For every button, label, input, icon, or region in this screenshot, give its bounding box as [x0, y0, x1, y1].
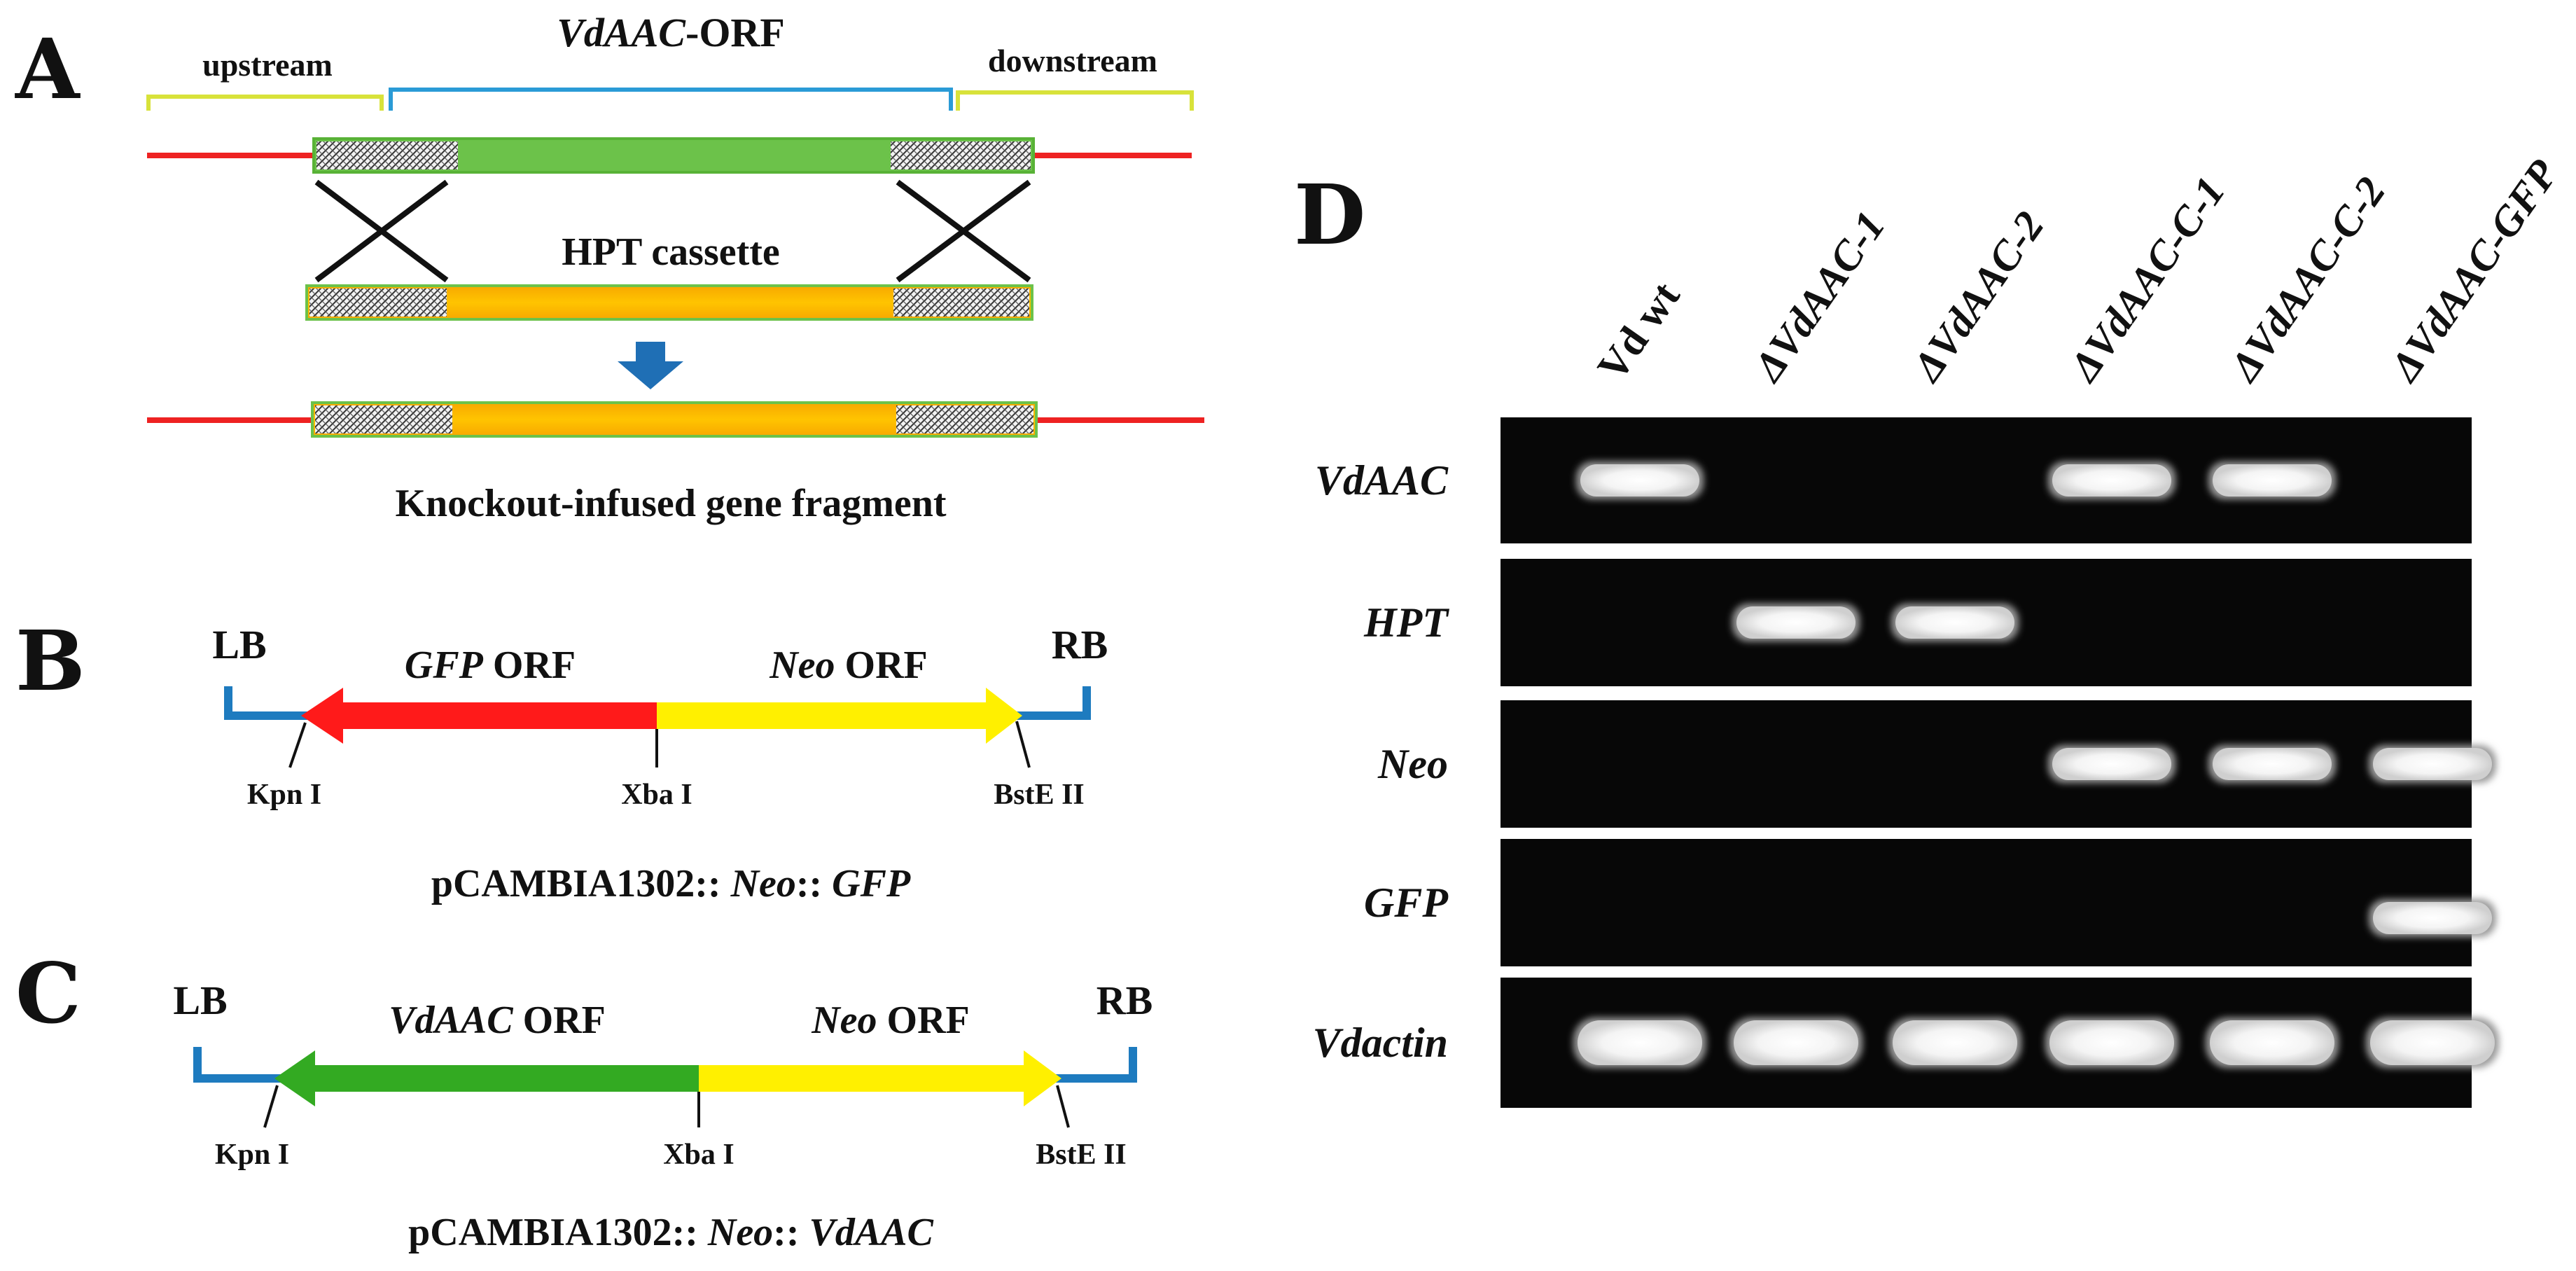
knockout-caption: Knockout-infused gene fragment — [395, 482, 946, 525]
vector-caption-c: pCAMBIA1302:: Neo:: VdAAC — [408, 1211, 933, 1254]
wt-downstream-flank — [891, 141, 1031, 169]
gene-label: VdAAC — [1315, 457, 1449, 503]
gel-band — [2370, 1020, 2495, 1065]
gel-band — [2373, 902, 2492, 934]
down-arrow-icon — [618, 342, 683, 389]
lane-label: ΔVdAAC-1 — [1743, 203, 1893, 390]
gel-band — [2049, 1020, 2174, 1065]
lane-label: ΔVdAAC-2 — [1902, 203, 2052, 390]
vdaac-orf-label: VdAAC ORF — [389, 999, 606, 1042]
crossover-right — [896, 179, 1031, 283]
gel-band — [2052, 748, 2171, 780]
gel-band — [1893, 1020, 2017, 1065]
gel-band — [1580, 464, 1699, 496]
gel-strip — [1501, 978, 2499, 1108]
xbai-label-c: Xba I — [663, 1139, 734, 1171]
panel-label-b: B — [15, 612, 85, 709]
neo-orf-arrow-c — [699, 1050, 1061, 1106]
gene-label: HPT — [1363, 599, 1449, 646]
panel-label-a: A — [15, 20, 81, 118]
ko-upstream-flank — [315, 405, 452, 433]
upstream-label: upstream — [202, 47, 333, 83]
kpni-label-c: Kpn I — [215, 1139, 289, 1171]
gel-band — [1736, 606, 1856, 639]
kpni-tick-c — [263, 1085, 279, 1128]
kpni-label-b: Kpn I — [247, 779, 321, 811]
gel-band — [2210, 1020, 2334, 1065]
cassette-downstream-flank — [893, 289, 1029, 317]
neo-orf-arrow-b — [657, 688, 1022, 744]
gel-band — [2373, 748, 2492, 780]
gel-band — [2213, 748, 2332, 780]
rb-label-b: RB — [1052, 622, 1108, 667]
neo-orf-label-c: Neo ORF — [811, 999, 970, 1042]
gel-strip — [1501, 839, 2496, 966]
gel-background — [1501, 839, 2472, 966]
lb-label-c: LB — [173, 978, 227, 1023]
gel-band — [1578, 1020, 1702, 1065]
rb-label-c: RB — [1096, 978, 1153, 1023]
panel-label-d: D — [1294, 166, 1365, 263]
bsteii-label-b: BstE II — [994, 779, 1085, 811]
panel-c: C LB RB VdAAC ORF Neo ORF Kpn I Xba I Bs… — [15, 945, 1153, 1254]
gel-band — [2052, 464, 2171, 496]
hpt-cassette-label: HPT cassette — [562, 230, 780, 274]
downstream-bracket — [956, 90, 1194, 111]
lane-label: ΔVdAAC-C-2 — [2220, 169, 2394, 390]
downstream-label: downstream — [988, 43, 1157, 78]
bsteii-tick-c — [1056, 1085, 1070, 1128]
orf-label: VdAAC-ORF — [557, 10, 785, 55]
gel-band — [1734, 1020, 1858, 1065]
wt-upstream-flank — [316, 141, 458, 169]
gfp-orf-arrow — [301, 688, 657, 744]
panel-a: A upstream VdAAC-ORF downstream HPT cass… — [15, 10, 1204, 525]
xbai-label-b: Xba I — [621, 779, 692, 811]
orf-bracket — [389, 88, 953, 111]
vector-caption-b: pCAMBIA1302:: Neo:: GFP — [431, 862, 911, 905]
panel-label-c: C — [15, 945, 81, 1042]
lane-label: ΔVdAAC-GFP — [2380, 151, 2567, 390]
lane-label: ΔVdAAC-C-1 — [2059, 169, 2234, 390]
gel-strip — [1501, 700, 2496, 828]
bsteii-label-c: BstE II — [1036, 1139, 1127, 1171]
gel-strips — [1501, 417, 2499, 1108]
lb-label-b: LB — [212, 622, 266, 667]
gene-label: GFP — [1364, 880, 1449, 926]
gel-strip — [1501, 417, 2472, 543]
neo-orf-label-b: Neo ORF — [769, 644, 928, 687]
bsteii-tick-b — [1015, 721, 1031, 768]
lane-label: Vd wt — [1589, 274, 1689, 389]
cassette-upstream-flank — [309, 289, 447, 317]
gene-label: Vdactin — [1313, 1020, 1448, 1066]
gel-band — [2213, 464, 2332, 496]
upstream-bracket — [146, 95, 384, 111]
gene-label: Neo — [1377, 741, 1448, 787]
gel-strip — [1501, 559, 2472, 686]
ko-downstream-flank — [896, 405, 1033, 433]
gel-band — [1895, 606, 2014, 639]
gfp-orf-label: GFP ORF — [405, 644, 576, 687]
crossover-left — [314, 179, 449, 283]
panel-b: B LB RB GFP ORF Neo ORF Kpn I Xba I BstE… — [15, 612, 1108, 905]
vdaac-orf-arrow — [274, 1050, 699, 1106]
kpni-tick-b — [288, 722, 307, 768]
